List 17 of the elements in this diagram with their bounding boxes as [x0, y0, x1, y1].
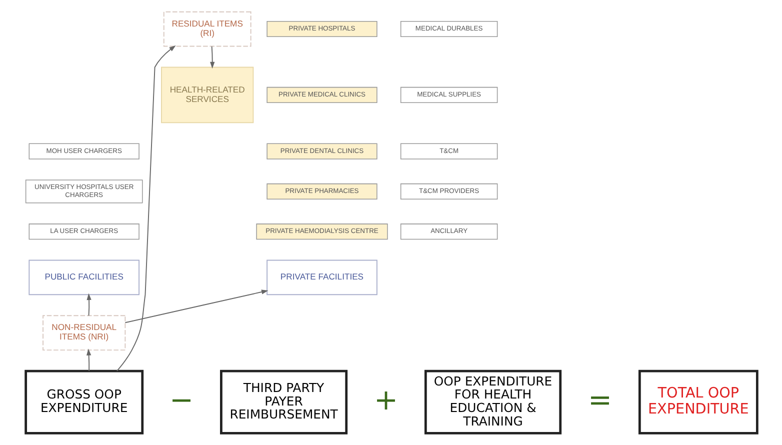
label: − — [169, 382, 194, 416]
label: + — [374, 382, 398, 416]
node-box: RESIDUAL ITEMS (RI) — [162, 11, 251, 47]
arrow — [116, 45, 176, 372]
arrow — [86, 293, 91, 316]
label: = — [588, 382, 612, 416]
node-box: PRIVATE FACILITIES — [266, 260, 377, 296]
node-box: TOTAL OOP EXPENDITURE — [638, 370, 758, 434]
node-box: HEALTH-RELATED SERVICES — [160, 66, 254, 124]
arrow — [86, 348, 91, 372]
node-box: GROSS OOP EXPENDITURE — [24, 370, 144, 434]
arrow — [124, 290, 268, 324]
node-box: THIRD PARTY PAYER REIMBURSEMENT — [220, 370, 348, 434]
node-box: OOP EXPENDITURE FOR HEALTH EDUCATION & TRAINING — [424, 370, 562, 434]
arrow — [210, 46, 214, 69]
node-box: NON-RESIDUAL ITEMS (NRI) — [42, 315, 126, 351]
node-box: PUBLIC FACILITIES — [28, 260, 140, 296]
